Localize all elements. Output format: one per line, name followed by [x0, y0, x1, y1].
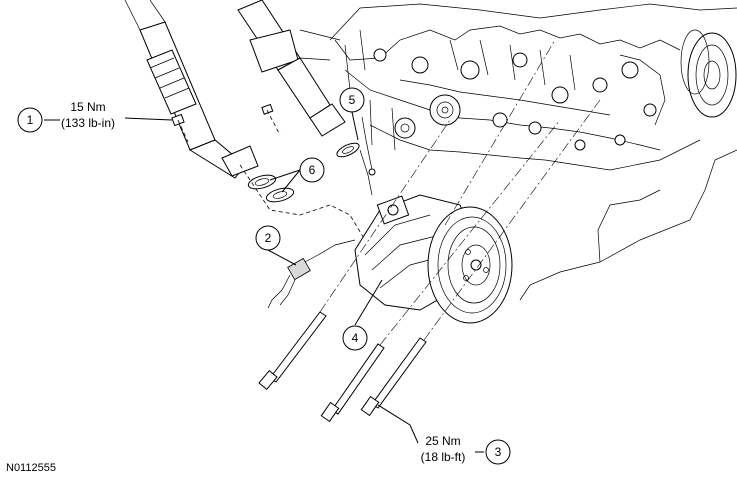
callout-2: 2	[255, 225, 281, 251]
exhaust-pipe-right	[237, 0, 346, 137]
callout-6: 6	[299, 157, 325, 183]
leader-lines	[44, 111, 484, 453]
svg-text:(133 lb-in): (133 lb-in)	[61, 116, 115, 130]
exhaust-flange-left	[221, 145, 259, 177]
engine-block	[329, 3, 737, 301]
idler-pulley	[429, 94, 461, 126]
svg-text:(18 lb-ft): (18 lb-ft)	[421, 450, 466, 464]
sensor-item-5	[361, 116, 376, 176]
callout-3: 3	[485, 439, 511, 465]
svg-text:3: 3	[495, 445, 502, 459]
torque-spec-3: 25 Nm (18 lb-ft)	[421, 434, 466, 464]
exhaust-flange-right	[309, 103, 346, 137]
svg-text:2: 2	[265, 231, 272, 245]
crankshaft-pulley	[687, 32, 737, 118]
svg-text:25 Nm: 25 Nm	[425, 434, 460, 448]
svg-text:4: 4	[352, 331, 359, 345]
callout-5: 5	[339, 87, 365, 113]
compressor-clutch-pulley	[427, 206, 513, 324]
svg-text:1: 1	[27, 113, 34, 127]
svg-text:6: 6	[309, 163, 316, 177]
harness-route	[239, 164, 366, 241]
torque-spec-1: 15 Nm (133 lb-in)	[61, 100, 115, 130]
svg-text:15 Nm: 15 Nm	[70, 100, 105, 114]
callout-4: 4	[342, 325, 368, 351]
figure-id: N0112555	[6, 462, 56, 474]
exhaust-pipe-left	[124, 0, 259, 179]
compressor-connector	[267, 239, 356, 309]
compressor-bolts	[258, 311, 427, 423]
callout-1: 1	[17, 107, 43, 133]
exhaust-gaskets	[247, 142, 360, 203]
svg-text:5: 5	[349, 93, 356, 107]
bolt-centerlines	[319, 39, 601, 346]
ac-compressor	[354, 194, 513, 324]
exhaust-nuts	[171, 103, 281, 143]
